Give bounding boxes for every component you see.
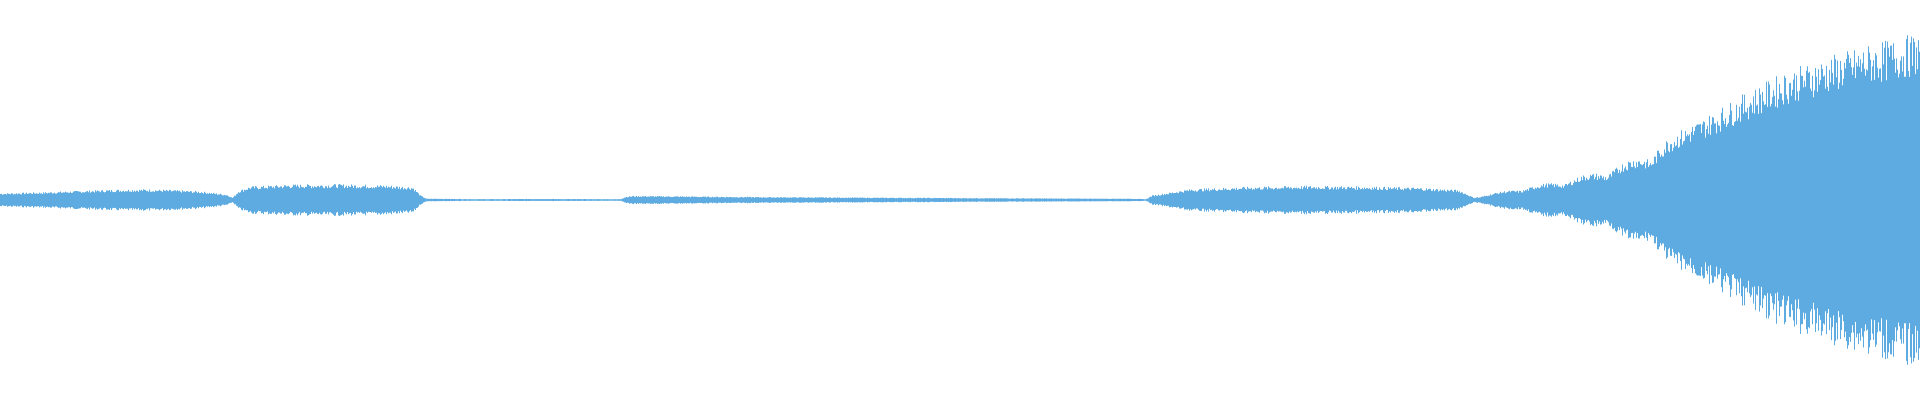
waveform-trace xyxy=(0,35,1920,365)
waveform-samples xyxy=(0,35,1920,365)
